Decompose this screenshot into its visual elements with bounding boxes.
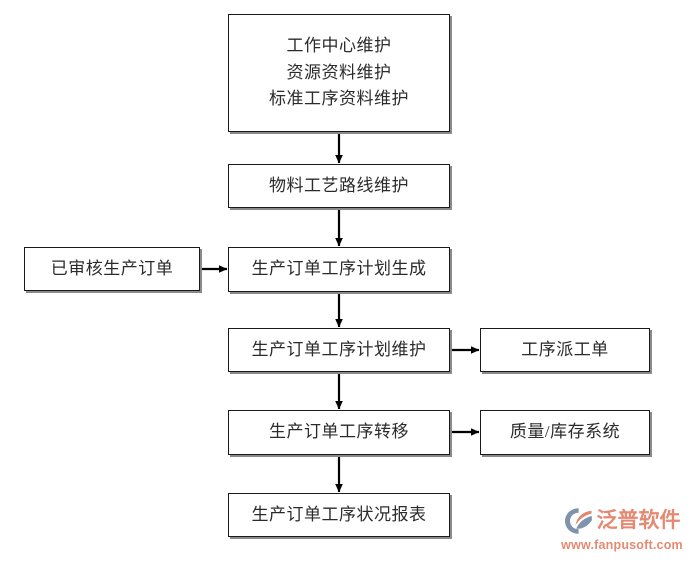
watermark-brand-text: 泛普软件: [596, 509, 681, 532]
node-operation-status-report[interactable]: 生产订单工序状况报表: [228, 493, 450, 537]
node-material-routing-maintenance[interactable]: 物料工艺路线维护: [228, 164, 450, 208]
watermark: 泛普软件 www.fanpusoft.com: [556, 500, 688, 558]
node-operation-dispatch-order[interactable]: 工序派工单: [480, 328, 650, 372]
node-master-data-maintenance[interactable]: 工作中心维护 资源资料维护 标准工序资料维护: [228, 14, 450, 132]
node-label-line: 工序派工单: [521, 339, 609, 359]
node-label-line: 生产订单工序计划维护: [251, 339, 427, 359]
node-label-line: 工作中心维护: [286, 36, 392, 56]
node-operation-transfer[interactable]: 生产订单工序转移: [228, 410, 450, 455]
node-label-line: 物料工艺路线维护: [269, 175, 409, 195]
watermark-brand-row: 泛普软件: [564, 507, 681, 535]
node-label-line: 标准工序资料维护: [269, 89, 409, 109]
node-operation-plan-maintenance[interactable]: 生产订单工序计划维护: [228, 328, 450, 372]
node-label-line: 生产订单工序转移: [269, 422, 409, 442]
node-label-line: 质量/库存系统: [509, 422, 621, 442]
node-label-line: 生产订单工序计划生成: [251, 259, 427, 279]
node-approved-production-order[interactable]: 已审核生产订单: [24, 247, 200, 291]
node-label-line: 已审核生产订单: [50, 258, 174, 278]
node-quality-inventory-system[interactable]: 质量/库存系统: [480, 410, 650, 455]
node-label-line: 资源资料维护: [286, 62, 392, 82]
fanpu-logo-icon: [564, 507, 592, 534]
node-operation-plan-generation[interactable]: 生产订单工序计划生成: [228, 247, 450, 292]
watermark-url-text: www.fanpusoft.com: [561, 537, 683, 552]
node-label-line: 生产订单工序状况报表: [251, 504, 427, 524]
